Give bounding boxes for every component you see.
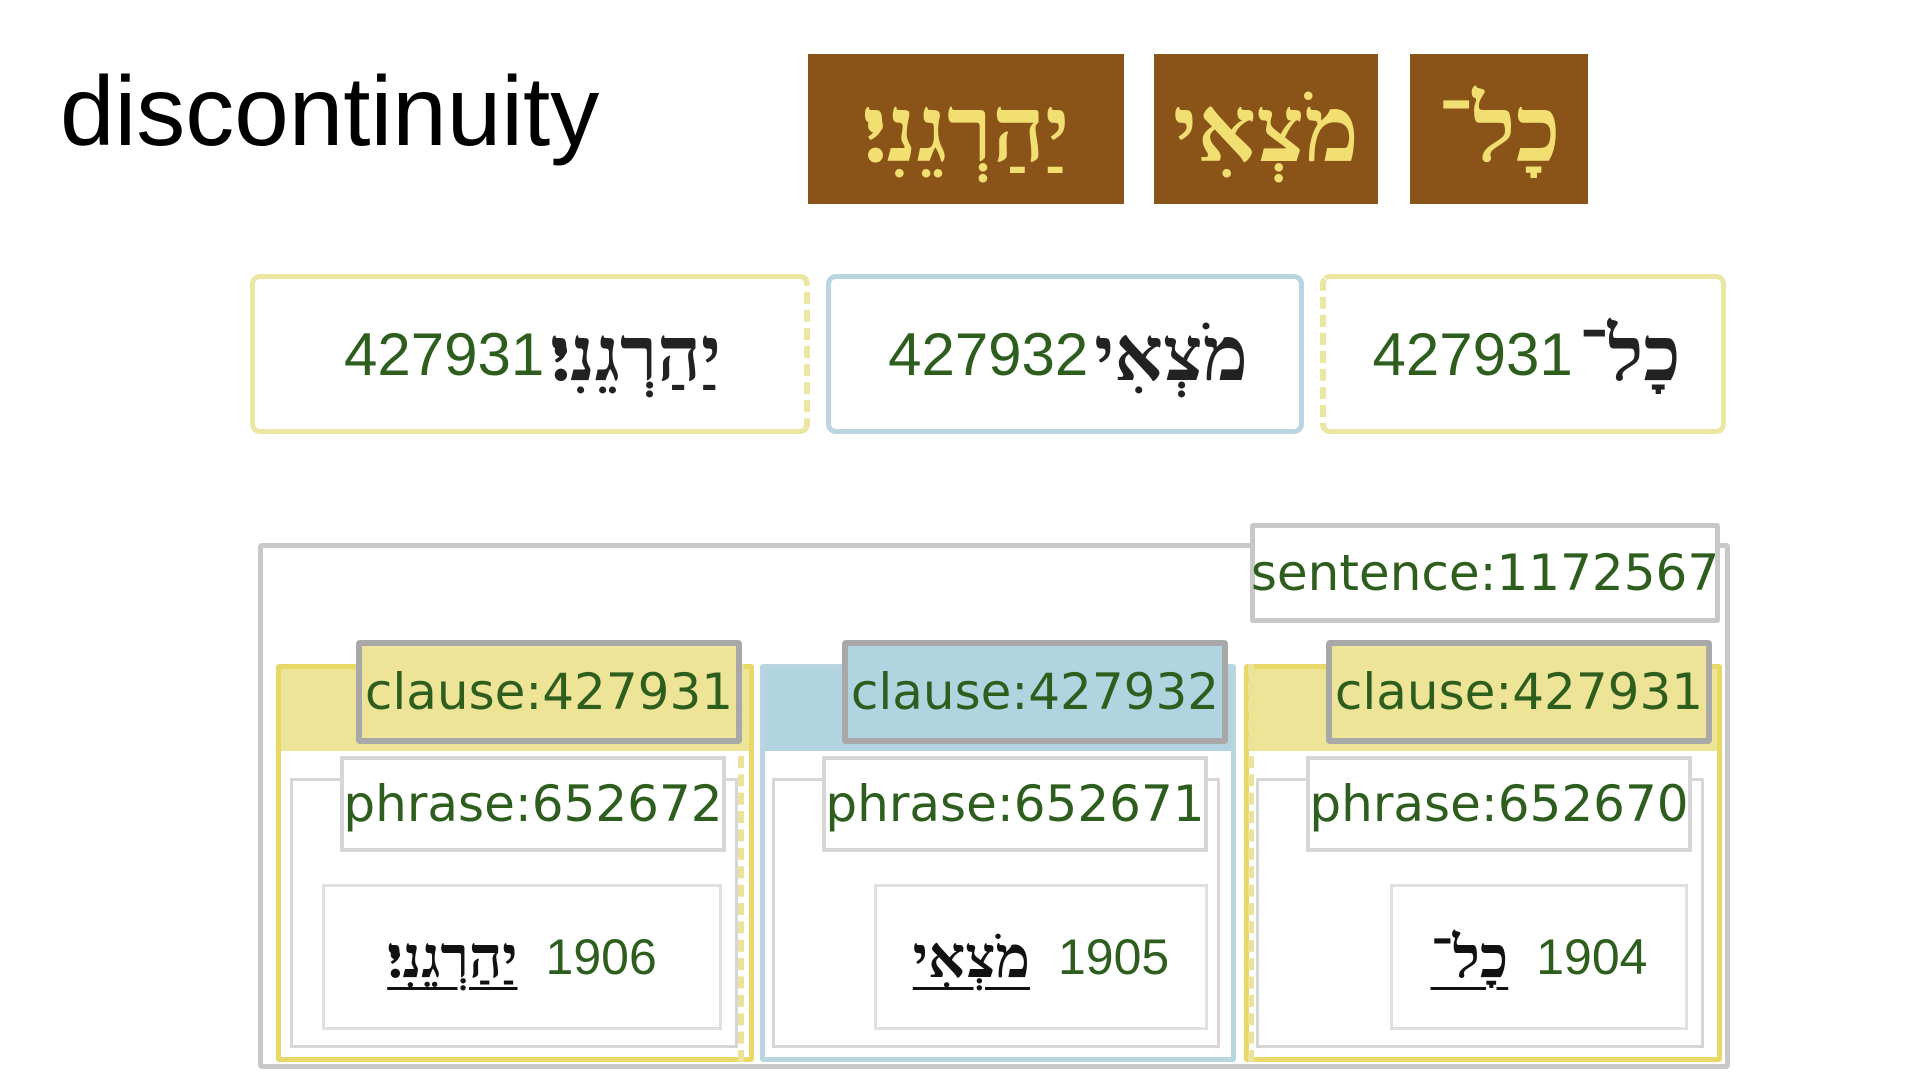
sentence-frame <box>258 543 1730 1069</box>
word-node: יַהַרְגֵנִי׃ 1906 <box>322 884 722 1030</box>
phrase-label: phrase:652671 <box>822 756 1208 852</box>
word-box-427931-right-part: 427931 יַהַרְגֵנִי׃ <box>250 274 810 434</box>
word-hebrew: יַהַרְגֵנִי׃ <box>387 923 518 991</box>
word-number: 427931 <box>344 320 545 388</box>
word-number: 427932 <box>888 320 1089 388</box>
word-box-427932: 427932 מֹצְאִי <box>826 274 1304 434</box>
word-tile-2: מֹצְאִי <box>1154 54 1378 204</box>
clause-label: clause:427931 <box>1326 640 1712 744</box>
clause-label: clause:427931 <box>356 640 742 744</box>
word-node: מֹצְאִי 1905 <box>874 884 1208 1030</box>
word-box-427931-left-part: 427931 כָל־ <box>1320 274 1726 434</box>
phrase-label: phrase:652672 <box>340 756 726 852</box>
clause-continuation-marker <box>1248 664 1254 1062</box>
word-number: 1906 <box>545 929 657 985</box>
word-number: 427931 <box>1372 320 1573 388</box>
clause-label: clause:427932 <box>842 640 1228 744</box>
word-hebrew: מֹצְאִי <box>912 923 1030 991</box>
word-tile-1: כָל־ <box>1410 54 1588 204</box>
word-tile-3: יַהַרְגֵנִי׃ <box>808 54 1124 204</box>
page-title: discontinuity <box>60 56 600 166</box>
word-hebrew: יַהַרְגֵנִי׃ <box>550 309 721 398</box>
phrase-label: phrase:652670 <box>1306 756 1692 852</box>
word-hebrew: כָל־ <box>1578 309 1681 398</box>
word-hebrew: כָל־ <box>1430 923 1509 991</box>
word-number: 1904 <box>1536 929 1648 985</box>
word-number: 1905 <box>1057 929 1170 985</box>
word-hebrew: מֹצְאִי <box>1094 309 1248 398</box>
sentence-label: sentence:1172567 <box>1250 523 1720 623</box>
clause-continuation-marker <box>738 664 744 1062</box>
word-node: כָל־ 1904 <box>1390 884 1688 1030</box>
